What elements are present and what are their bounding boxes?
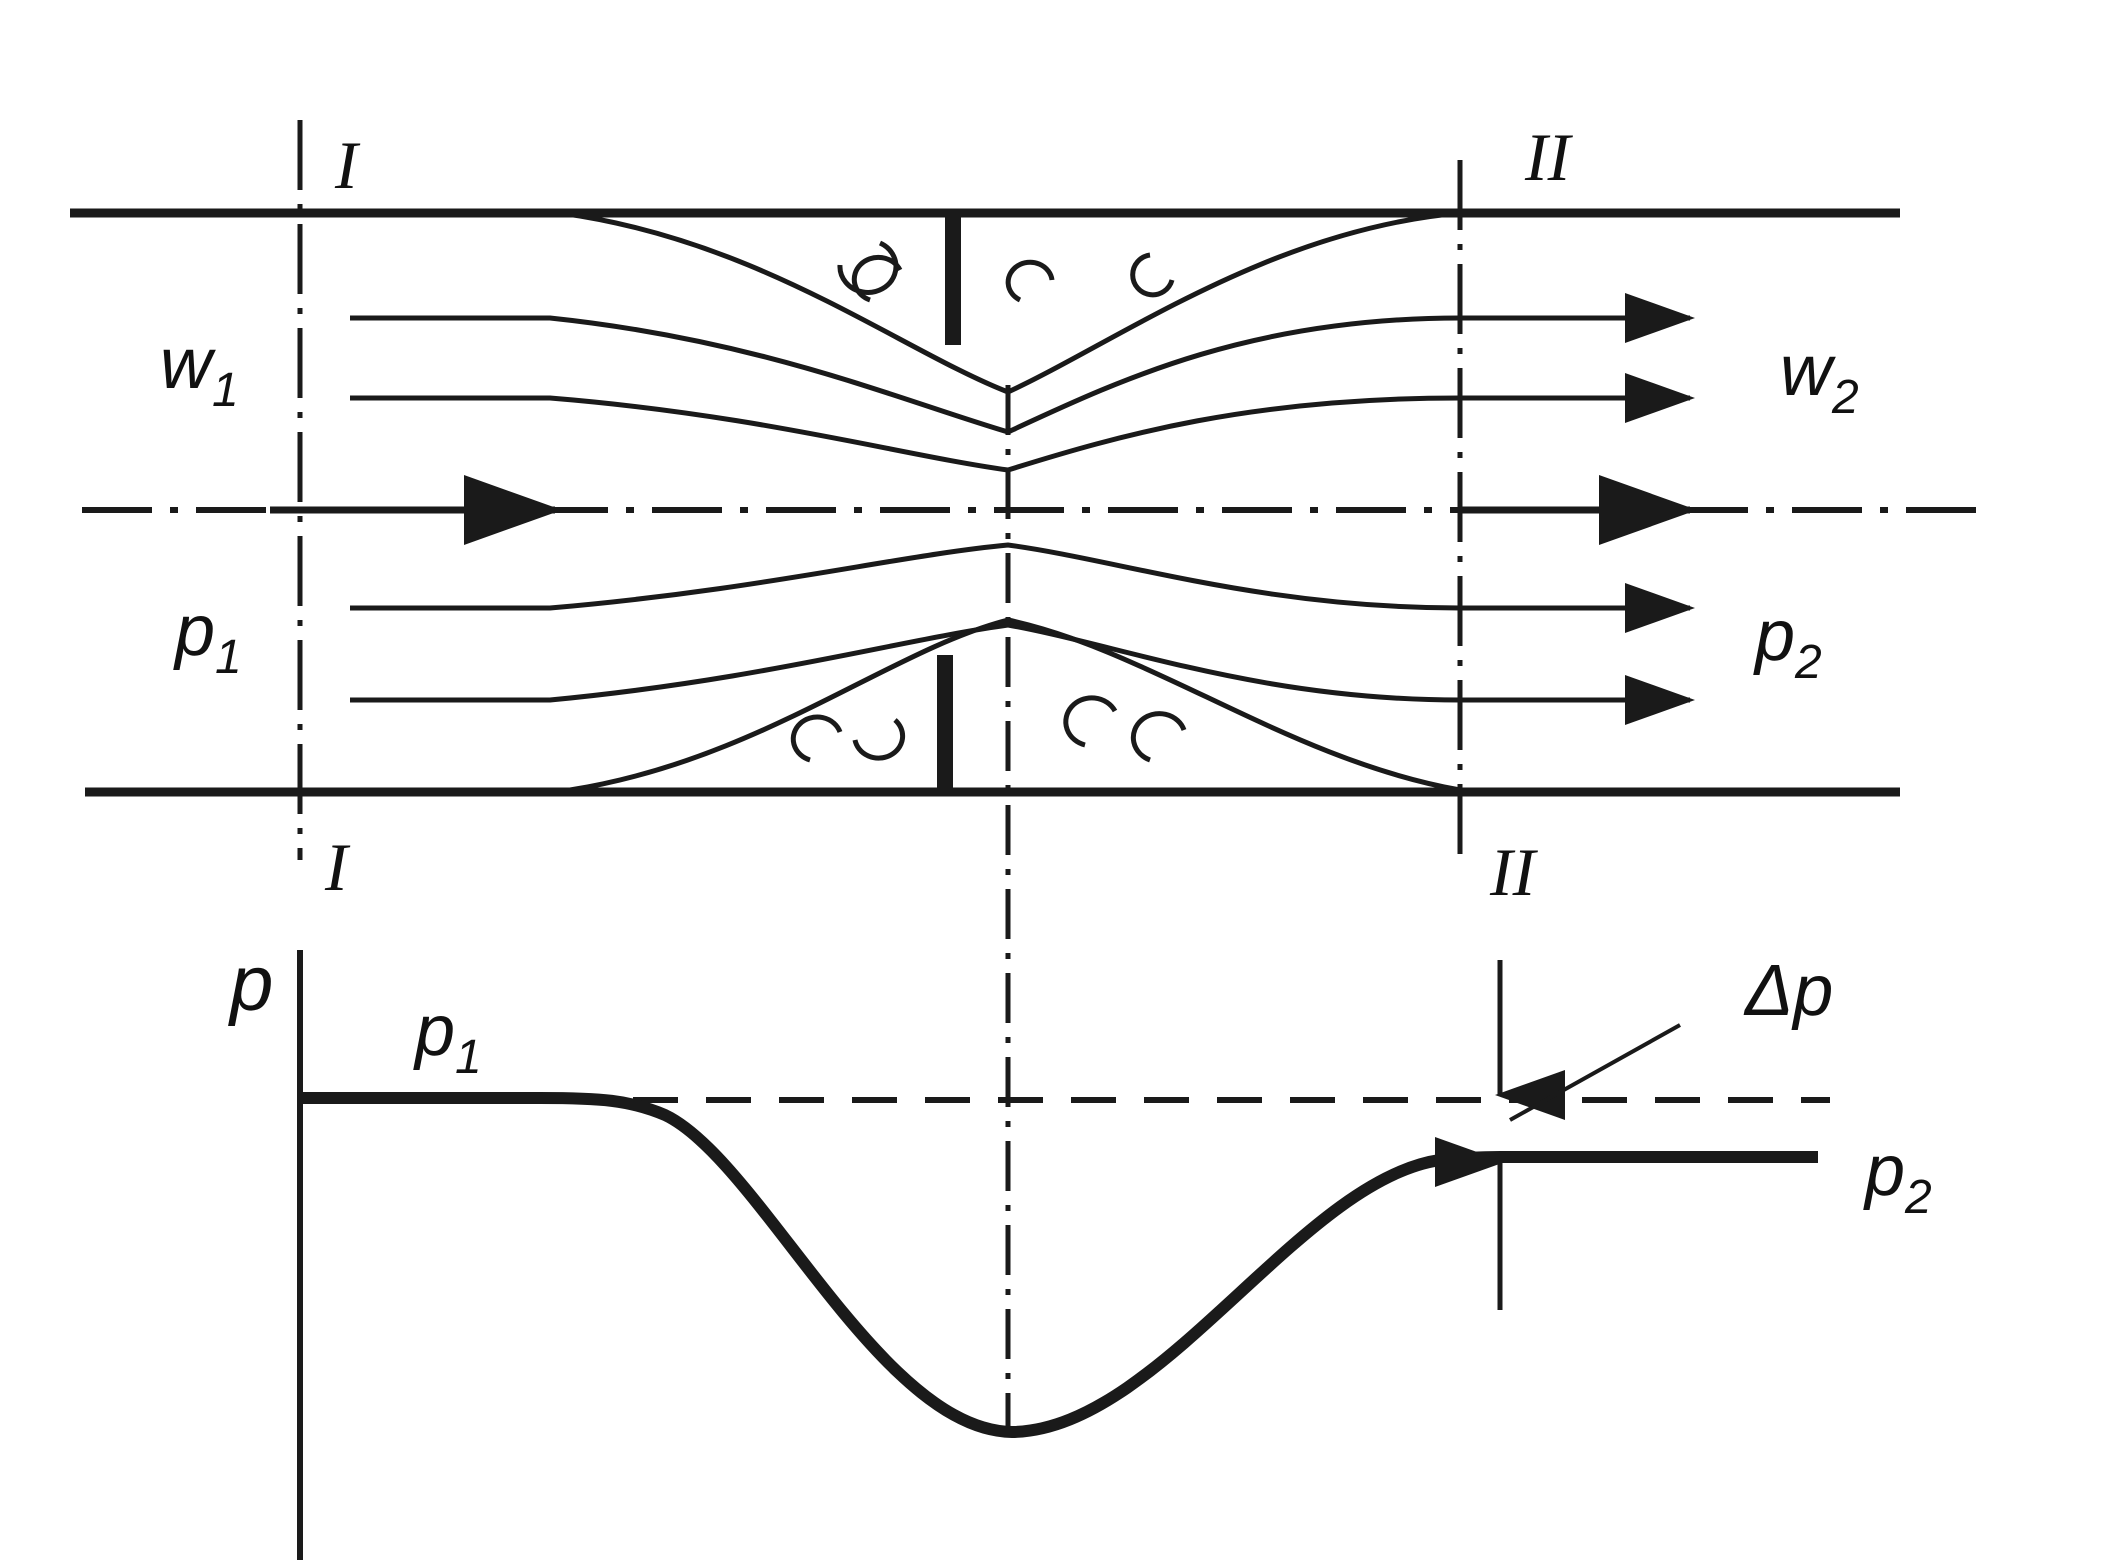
jet-boundary-top (559, 210, 1461, 395)
dp-leader-line (1509, 1023, 1681, 1122)
eddy-icon (851, 254, 903, 303)
p2-plot-label: p2 (1863, 1131, 1932, 1224)
streamline-1 (350, 293, 1695, 435)
jet-boundary-bottom (569, 617, 1461, 793)
eddy-icon (1130, 252, 1175, 298)
eddy-icon (837, 240, 899, 295)
eddy-icon (852, 718, 906, 761)
eddy-icon (1005, 259, 1055, 303)
streamline-4 (350, 622, 1695, 725)
section-label-top-right: II (1524, 119, 1574, 195)
eddies (790, 240, 1187, 763)
pressure-curve (300, 1092, 1818, 1439)
streamline-2 (350, 373, 1695, 473)
pressure-loss-label: Δp (1743, 951, 1833, 1031)
outlet-velocity-label: w2 (1780, 331, 1859, 424)
outlet-pressure-label: p2 (1753, 596, 1822, 689)
section-label-bottom-right: II (1489, 834, 1539, 910)
streamline-3 (350, 542, 1695, 633)
section-label-top-left: I (334, 127, 361, 203)
pressure-axis-label: p (228, 939, 273, 1027)
inlet-velocity-label: w1 (160, 324, 239, 417)
eddy-icon (1063, 695, 1118, 748)
p1-plot-label: p1 (413, 991, 482, 1084)
inlet-pressure-label: p1 (173, 591, 242, 684)
eddy-icon (1130, 711, 1187, 763)
eddy-icon (790, 714, 843, 763)
section-label-bottom-left: I (324, 829, 351, 905)
